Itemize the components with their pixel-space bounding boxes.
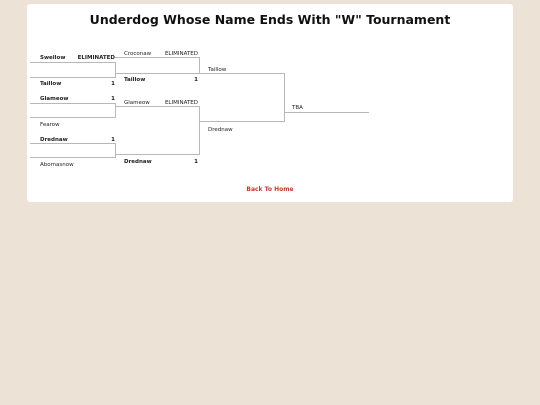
bracket-slot-r1-5[interactable]: Drednaw 1 (40, 131, 115, 145)
bracket-line (116, 73, 199, 74)
competitor-name: Swellow (40, 55, 66, 61)
bracket-line (115, 62, 116, 78)
bracket-slot-r3-1[interactable]: Taillow (208, 61, 283, 75)
competitor-name: Glameow (40, 96, 69, 102)
bracket-slot-r2-3[interactable]: Glameow ELIMINATED (124, 94, 198, 108)
page-title: Underdog Whose Name Ends With "W" Tourna… (89, 12, 451, 27)
bracket-slot-final[interactable]: TBA (292, 99, 368, 113)
back-to-home-link[interactable]: Back To Home (246, 186, 294, 193)
competitor-name: Abomasnow (40, 162, 74, 168)
bracket-slot-r1-2[interactable]: Taillow 1 (40, 75, 115, 89)
bracket-line (115, 103, 116, 118)
competitor-name: Taillow (208, 67, 227, 73)
competitor-result: 1 (194, 77, 198, 83)
bracket-line (199, 57, 200, 74)
bracket-line (30, 103, 115, 104)
tournament-card: Underdog Whose Name Ends With "W" Tourna… (27, 4, 513, 202)
bracket-slot-r2-2[interactable]: Taillow 1 (124, 71, 198, 85)
competitor-result: 1 (111, 137, 115, 143)
bracket-line (115, 143, 116, 158)
competitor-result: 1 (111, 81, 115, 87)
bracket-line (30, 157, 115, 158)
bracket-slot-r1-6[interactable]: Abomasnow (40, 156, 115, 170)
bracket-line (200, 121, 284, 122)
bracket-line (116, 154, 199, 155)
bracket-line (199, 106, 200, 155)
bracket: Swellow ELIMINATED Taillow 1 Glameow 1 F… (27, 4, 513, 202)
bracket-line (115, 57, 199, 58)
competitor-name: Taillow (124, 77, 146, 83)
competitor-name: Drednaw (40, 137, 68, 143)
bracket-line (30, 77, 115, 78)
competitor-result: ELIMINATED (164, 100, 198, 106)
bracket-line (284, 73, 285, 122)
bracket-slot-r2-1[interactable]: Croconaw ELIMINATED (124, 45, 198, 59)
bracket-slot-r1-1[interactable]: Swellow ELIMINATED (40, 49, 115, 63)
competitor-name: Glameow (124, 100, 150, 106)
bracket-slot-r3-2[interactable]: Drednaw (208, 121, 283, 135)
competitor-name: Croconaw (124, 51, 152, 57)
competitor-name: Drednaw (124, 159, 152, 165)
bracket-line (200, 73, 284, 74)
bracket-slot-r2-4[interactable]: Drednaw 1 (124, 153, 198, 167)
bracket-line (115, 106, 199, 107)
competitor-result: 1 (194, 159, 198, 165)
competitor-name: Taillow (40, 81, 62, 87)
bracket-line (30, 143, 115, 144)
competitor-name: TBA (292, 105, 303, 111)
bracket-slot-r1-3[interactable]: Glameow 1 (40, 90, 115, 104)
bracket-line (284, 112, 369, 113)
competitor-result: 1 (111, 96, 115, 102)
bracket-line (30, 62, 115, 63)
competitor-name: Fearow (40, 122, 60, 128)
bracket-line (30, 117, 115, 118)
competitor-result: ELIMINATED (77, 55, 115, 61)
bracket-slot-r1-4[interactable]: Fearow (40, 116, 115, 130)
competitor-result: ELIMINATED (164, 51, 198, 57)
competitor-name: Drednaw (208, 127, 233, 133)
